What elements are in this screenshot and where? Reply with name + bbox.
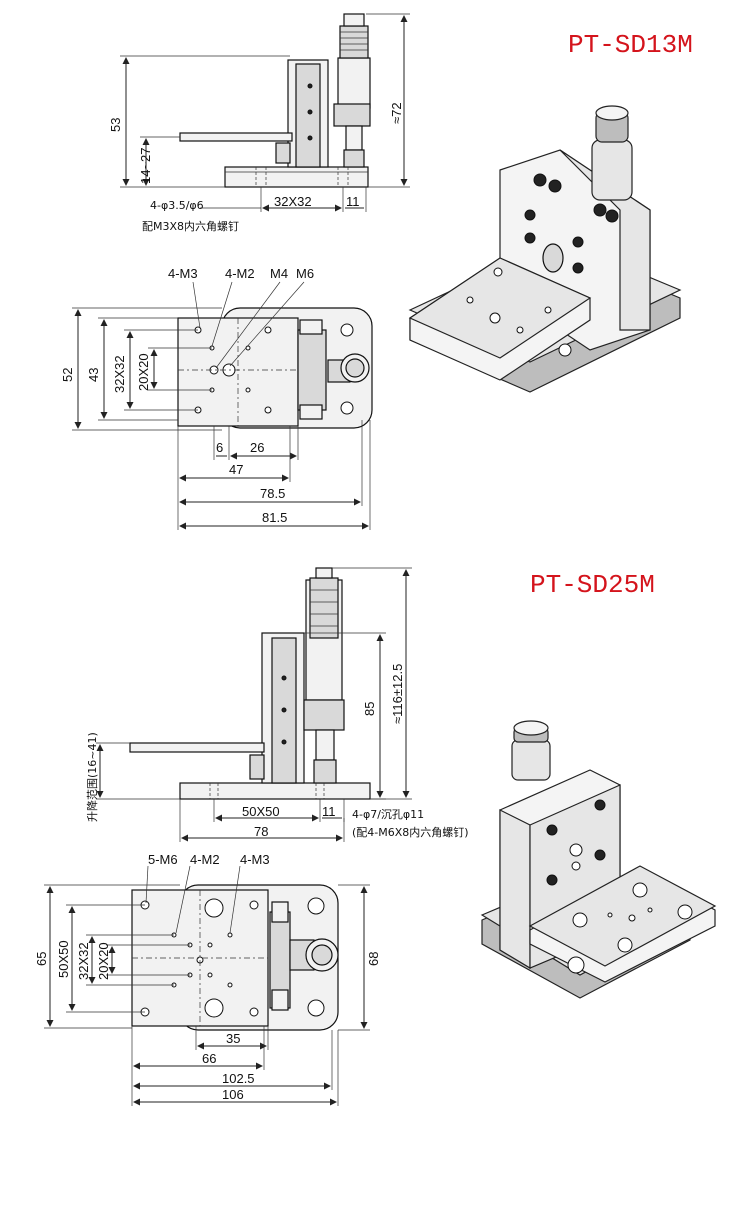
sd25-dim-50x50: 50X50 xyxy=(242,804,280,819)
sd25-label-4-m3: 4-M3 xyxy=(240,852,270,867)
sd25-dim-85: 85 xyxy=(362,702,377,716)
sd13-dim-11: 11 xyxy=(346,194,360,209)
sd13-dim-14-27: 14~27 xyxy=(138,147,153,184)
sd25-dim-11: 11 xyxy=(322,804,336,819)
sd25-holes-note: 4-φ7/沉孔φ11 xyxy=(352,808,424,821)
sd13-title: PT-SD13M xyxy=(568,30,693,60)
sd13-label-4-m3: 4-M3 xyxy=(168,266,198,281)
sd13-dim-47: 47 xyxy=(229,462,243,477)
sd13-label-m4: M4 xyxy=(270,266,288,281)
sd25-label-4-m2: 4-M2 xyxy=(190,852,220,867)
sd13-dim-72: ≈72 xyxy=(389,102,404,124)
sd13-dim-20x20: 20X20 xyxy=(136,353,151,391)
sd13-side-view xyxy=(120,13,410,212)
sd25-dim-102-5: 102.5 xyxy=(222,1071,255,1086)
sd13-label-m6: M6 xyxy=(296,266,314,281)
sd25-dim-32x32: 32X32 xyxy=(76,942,91,980)
sd25-isometric-view xyxy=(480,720,717,999)
sd13-dim-6: 6 xyxy=(216,440,223,455)
sd13-dim-32x32: 32X32 xyxy=(274,194,312,209)
sd25-screw-note: (配4-M6X8内六角螺钉) xyxy=(352,825,469,839)
sd25-label-5-m6: 5-M6 xyxy=(148,852,178,867)
sd13-screw-note: 配M3X8内六角螺钉 xyxy=(142,219,239,233)
sd13-dim-81-5: 81.5 xyxy=(262,510,287,525)
sd13-top-view xyxy=(72,281,373,530)
sd13-dim-26: 26 xyxy=(250,440,264,455)
sd13-holes-note: 4-φ3.5/φ6 xyxy=(150,199,204,212)
sd25-title: PT-SD25M xyxy=(530,570,655,600)
sd13-dim-53: 53 xyxy=(108,118,123,132)
sd13-dim-52: 52 xyxy=(60,368,75,382)
sd13-dim-43: 43 xyxy=(86,368,101,382)
sd13-dim-78-5: 78.5 xyxy=(260,486,285,501)
sd25-top-view xyxy=(44,865,370,1106)
sd25-dim-65: 65 xyxy=(34,952,49,966)
sd25-dim-116: ≈116±12.5 xyxy=(390,664,405,724)
sd13-isometric-view xyxy=(408,105,682,393)
sd13-label-4-m2: 4-M2 xyxy=(225,266,255,281)
sd25-dim-35: 35 xyxy=(226,1031,240,1046)
sd25-range-label: 升降范围(16~41) xyxy=(85,732,99,822)
sd25-dim-50x50: 50X50 xyxy=(56,940,71,978)
sd25-dim-78: 78 xyxy=(254,824,268,839)
sd25-dim-106: 106 xyxy=(222,1087,244,1102)
sd25-dim-66: 66 xyxy=(202,1051,216,1066)
sd25-dim-68: 68 xyxy=(366,952,381,966)
sd13-dim-32x32: 32X32 xyxy=(112,355,127,393)
sd25-dim-20x20: 20X20 xyxy=(96,942,111,980)
sd25-side-view xyxy=(96,567,412,842)
